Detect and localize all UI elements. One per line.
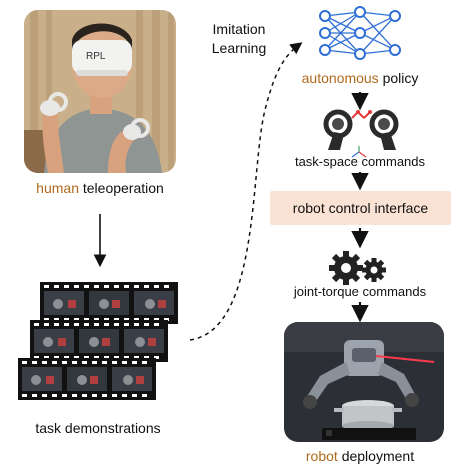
policy-word: policy	[378, 70, 419, 86]
task-demonstrations-label: task demonstrations	[35, 420, 161, 436]
neural-network-icon	[317, 4, 403, 62]
imitation-line-2: Learning	[211, 40, 267, 56]
deployment-word: deployment	[337, 448, 415, 464]
robot-control-interface-box: robot control interface	[270, 191, 451, 225]
gears-icon	[328, 250, 388, 286]
imitation-learning-arrow	[189, 42, 303, 341]
imitation-learning-label: Imitation Learning	[200, 20, 278, 58]
autonomous-accent-word: autonomous	[301, 70, 379, 86]
human-teleoperation-photo: RPL	[24, 10, 176, 173]
human-teleoperation-label: human teleoperation	[24, 180, 176, 196]
robot-accent-word: robot	[305, 448, 338, 464]
axis-glyph-icon	[351, 146, 367, 158]
task-space-commands-label: task-space commands	[294, 154, 426, 169]
robot-control-interface-label: robot control interface	[292, 200, 429, 216]
robot-deployment-photo	[284, 322, 444, 442]
robot-deployment-label: robot deployment	[270, 448, 450, 464]
human-accent-word: human	[36, 180, 79, 196]
joint-torque-commands-label: joint-torque commands	[293, 284, 427, 299]
autonomous-policy-label: autonomous policy	[270, 70, 450, 86]
teleoperation-word: teleoperation	[78, 180, 164, 196]
headset-logo: RPL	[86, 51, 106, 62]
vr-controllers-icon	[318, 108, 404, 152]
imitation-line-1: Imitation	[212, 21, 266, 37]
